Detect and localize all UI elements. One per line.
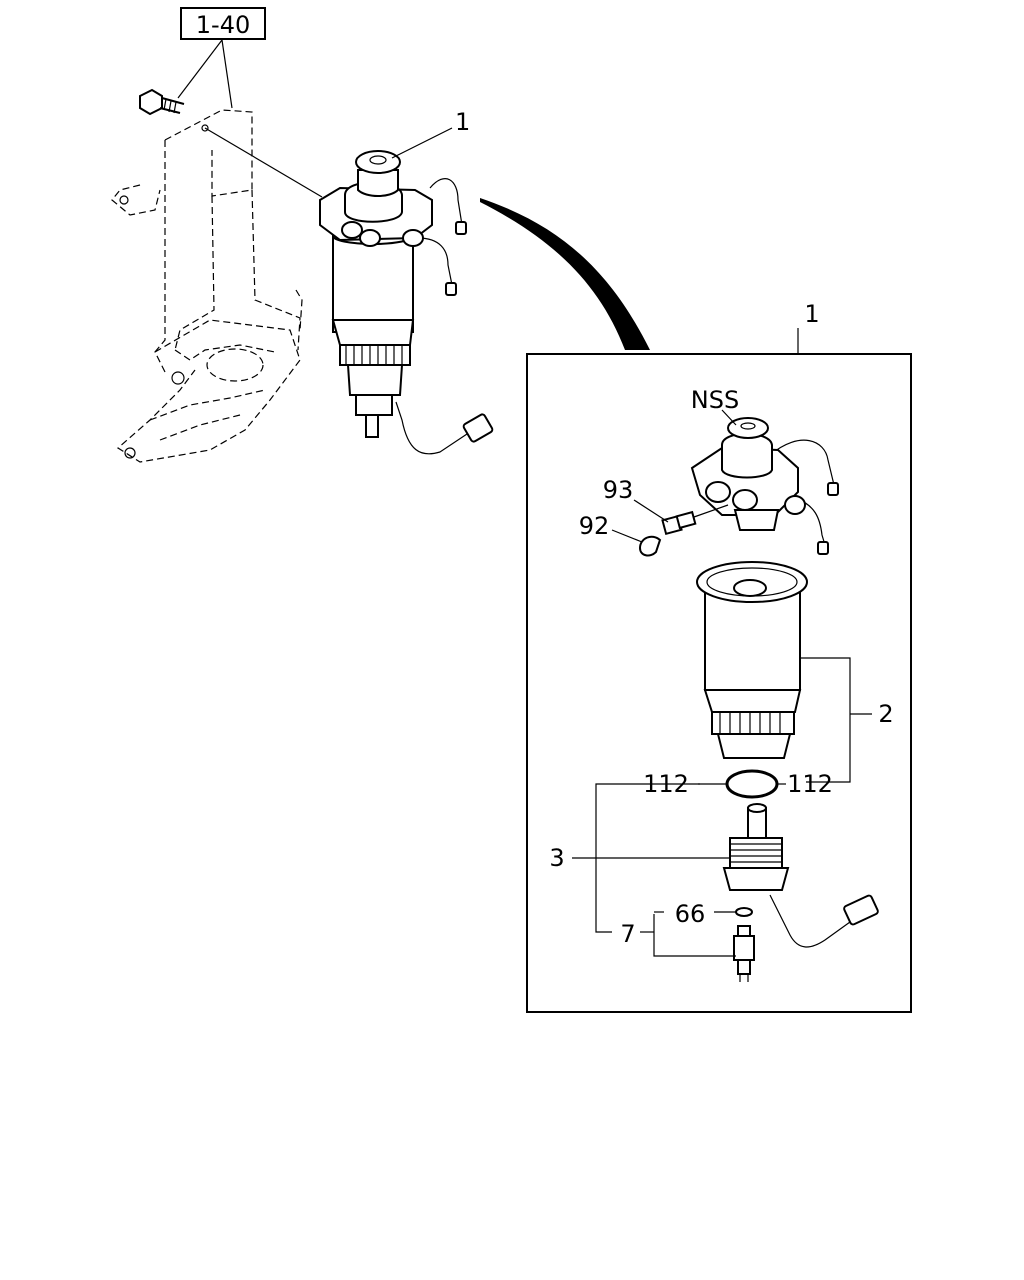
reference-label-1-40: 1-40: [196, 11, 250, 39]
label-93: 93: [603, 476, 634, 504]
label-1-detail: 1: [804, 300, 819, 328]
callout-nss: NSS: [691, 386, 739, 426]
fuel-filter-assembly-installed[interactable]: [319, 150, 494, 455]
callout-2: 2: [800, 657, 894, 783]
filter-head[interactable]: [690, 417, 839, 555]
filter-cartridge-2[interactable]: [696, 561, 808, 759]
callout-92: 92: [579, 512, 643, 543]
mounting-bracket: [111, 109, 303, 463]
label-66: 66: [675, 900, 706, 928]
callout-66-7-bracket: 66 7: [595, 783, 736, 957]
bracket-bolt: [139, 88, 185, 116]
o-ring-112[interactable]: [725, 769, 779, 799]
water-sensor-3[interactable]: [722, 803, 879, 948]
label-7: 7: [620, 920, 635, 948]
callout-1-detail: 1: [797, 300, 820, 354]
bracket-to-filter-leader: [204, 127, 323, 198]
label-92: 92: [579, 512, 610, 540]
label-1-installed: 1: [455, 108, 470, 136]
callout-1-installed: 1: [391, 108, 470, 159]
callout-93: 93: [603, 476, 669, 523]
drain-valve-7[interactable]: [733, 925, 755, 982]
label-2: 2: [878, 700, 893, 728]
reference-callout-1-40[interactable]: 1-40: [177, 7, 266, 109]
washer-66[interactable]: [735, 907, 753, 917]
label-112-right: 112: [787, 770, 833, 798]
detail-pointer-arrow: [480, 198, 650, 350]
callout-3: 3: [549, 844, 730, 872]
fitting-93[interactable]: [661, 504, 729, 536]
exploded-view-panel: [526, 353, 912, 1013]
label-nss: NSS: [691, 386, 739, 414]
cap-92[interactable]: [638, 535, 662, 557]
label-3: 3: [549, 844, 564, 872]
